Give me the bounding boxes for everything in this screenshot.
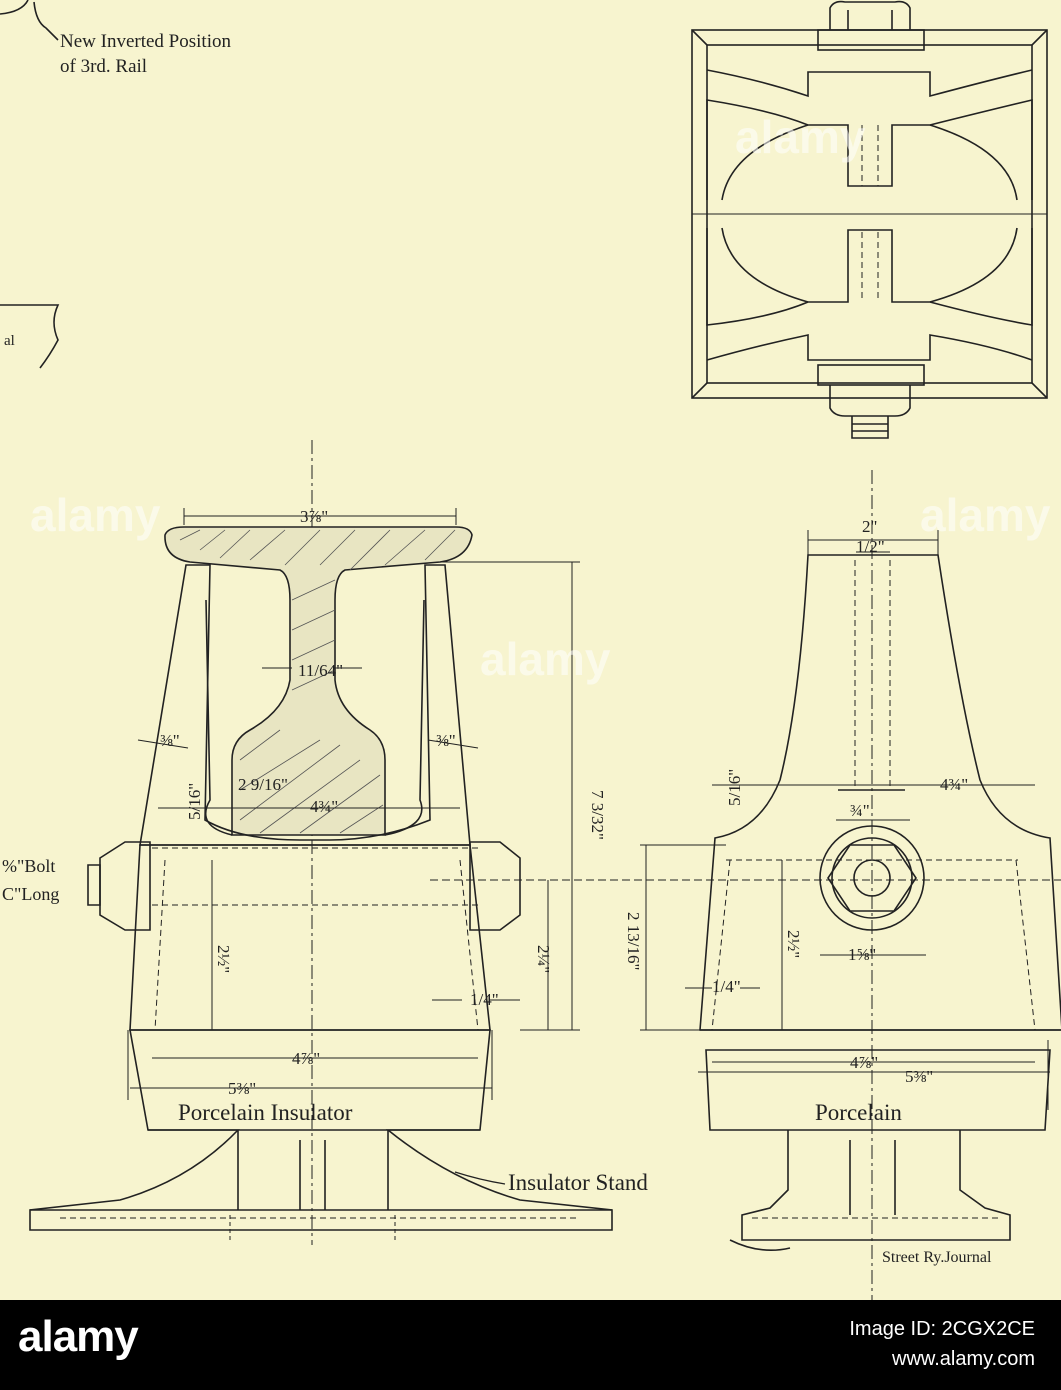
- dim-hex-across: 1⅝": [848, 945, 876, 964]
- dim-rail-height: 7 3/32": [588, 790, 607, 840]
- insulator-stand-leader: [454, 1171, 506, 1185]
- dim-taper-right: 1/4": [712, 977, 741, 996]
- dim-top-width-right: 2": [862, 517, 877, 536]
- dim-side-right: 5/16": [725, 769, 744, 806]
- dim-rail-head-width: 3⅞": [300, 507, 328, 526]
- bolt-long-label: C"Long: [2, 884, 59, 904]
- dim-flange-right: ⅜": [436, 731, 456, 750]
- dim-flange-left: ⅜": [160, 731, 180, 750]
- footer-brand: alamy: [18, 1312, 139, 1361]
- dim-base-inner: 2 9/16": [238, 775, 288, 794]
- dim-web-thickness: 11/64": [298, 661, 343, 680]
- dim-insulator-mid: 2¼": [534, 945, 553, 973]
- dim-bottom-inner-right: 4⅞": [850, 1053, 878, 1072]
- inverted-position-label-2: of 3rd. Rail: [60, 56, 147, 77]
- dim-bottom-outer-right: 5⅜": [905, 1067, 933, 1086]
- porcelain-label: Porcelain: [815, 1100, 902, 1125]
- footer-bar: alamy Image ID: 2CGX2CE www.alamy.com: [0, 1300, 1061, 1390]
- dim-total-height-right: 2 13/16": [624, 912, 643, 970]
- dim-taper: 1/4": [470, 990, 499, 1009]
- porcelain-insulator-label: Porcelain Insulator: [178, 1100, 353, 1125]
- dim-base-outer: 4¾": [310, 797, 338, 816]
- dim-insulator-height-right: 2½": [784, 930, 803, 958]
- bolt-label: %"Bolt: [2, 856, 55, 876]
- cut-al-label: al: [4, 333, 15, 349]
- dim-bottom-inner-left: 4⅞": [292, 1049, 320, 1068]
- dim-base-height: 5/16": [185, 783, 204, 820]
- inverted-position-label-1: New Inverted Position: [60, 31, 231, 52]
- dim-bottom-outer-left: 5⅜": [228, 1079, 256, 1098]
- footer-image-id: Image ID: 2CGX2CE: [849, 1318, 1035, 1340]
- dim-bolt-head: ¾": [850, 801, 870, 820]
- insulator-stand-label: Insulator Stand: [508, 1170, 648, 1195]
- dim-shoulder-right: 4¾": [940, 775, 968, 794]
- journal-credit: Street Ry.Journal: [882, 1249, 992, 1266]
- dim-slot-width-right: 1/2": [856, 537, 885, 556]
- dim-insulator-height-left: 2½": [214, 945, 233, 973]
- footer-site: www.alamy.com: [892, 1348, 1035, 1370]
- technical-drawing: New Inverted Position of 3rd. Rail al %"…: [0, 0, 1061, 1300]
